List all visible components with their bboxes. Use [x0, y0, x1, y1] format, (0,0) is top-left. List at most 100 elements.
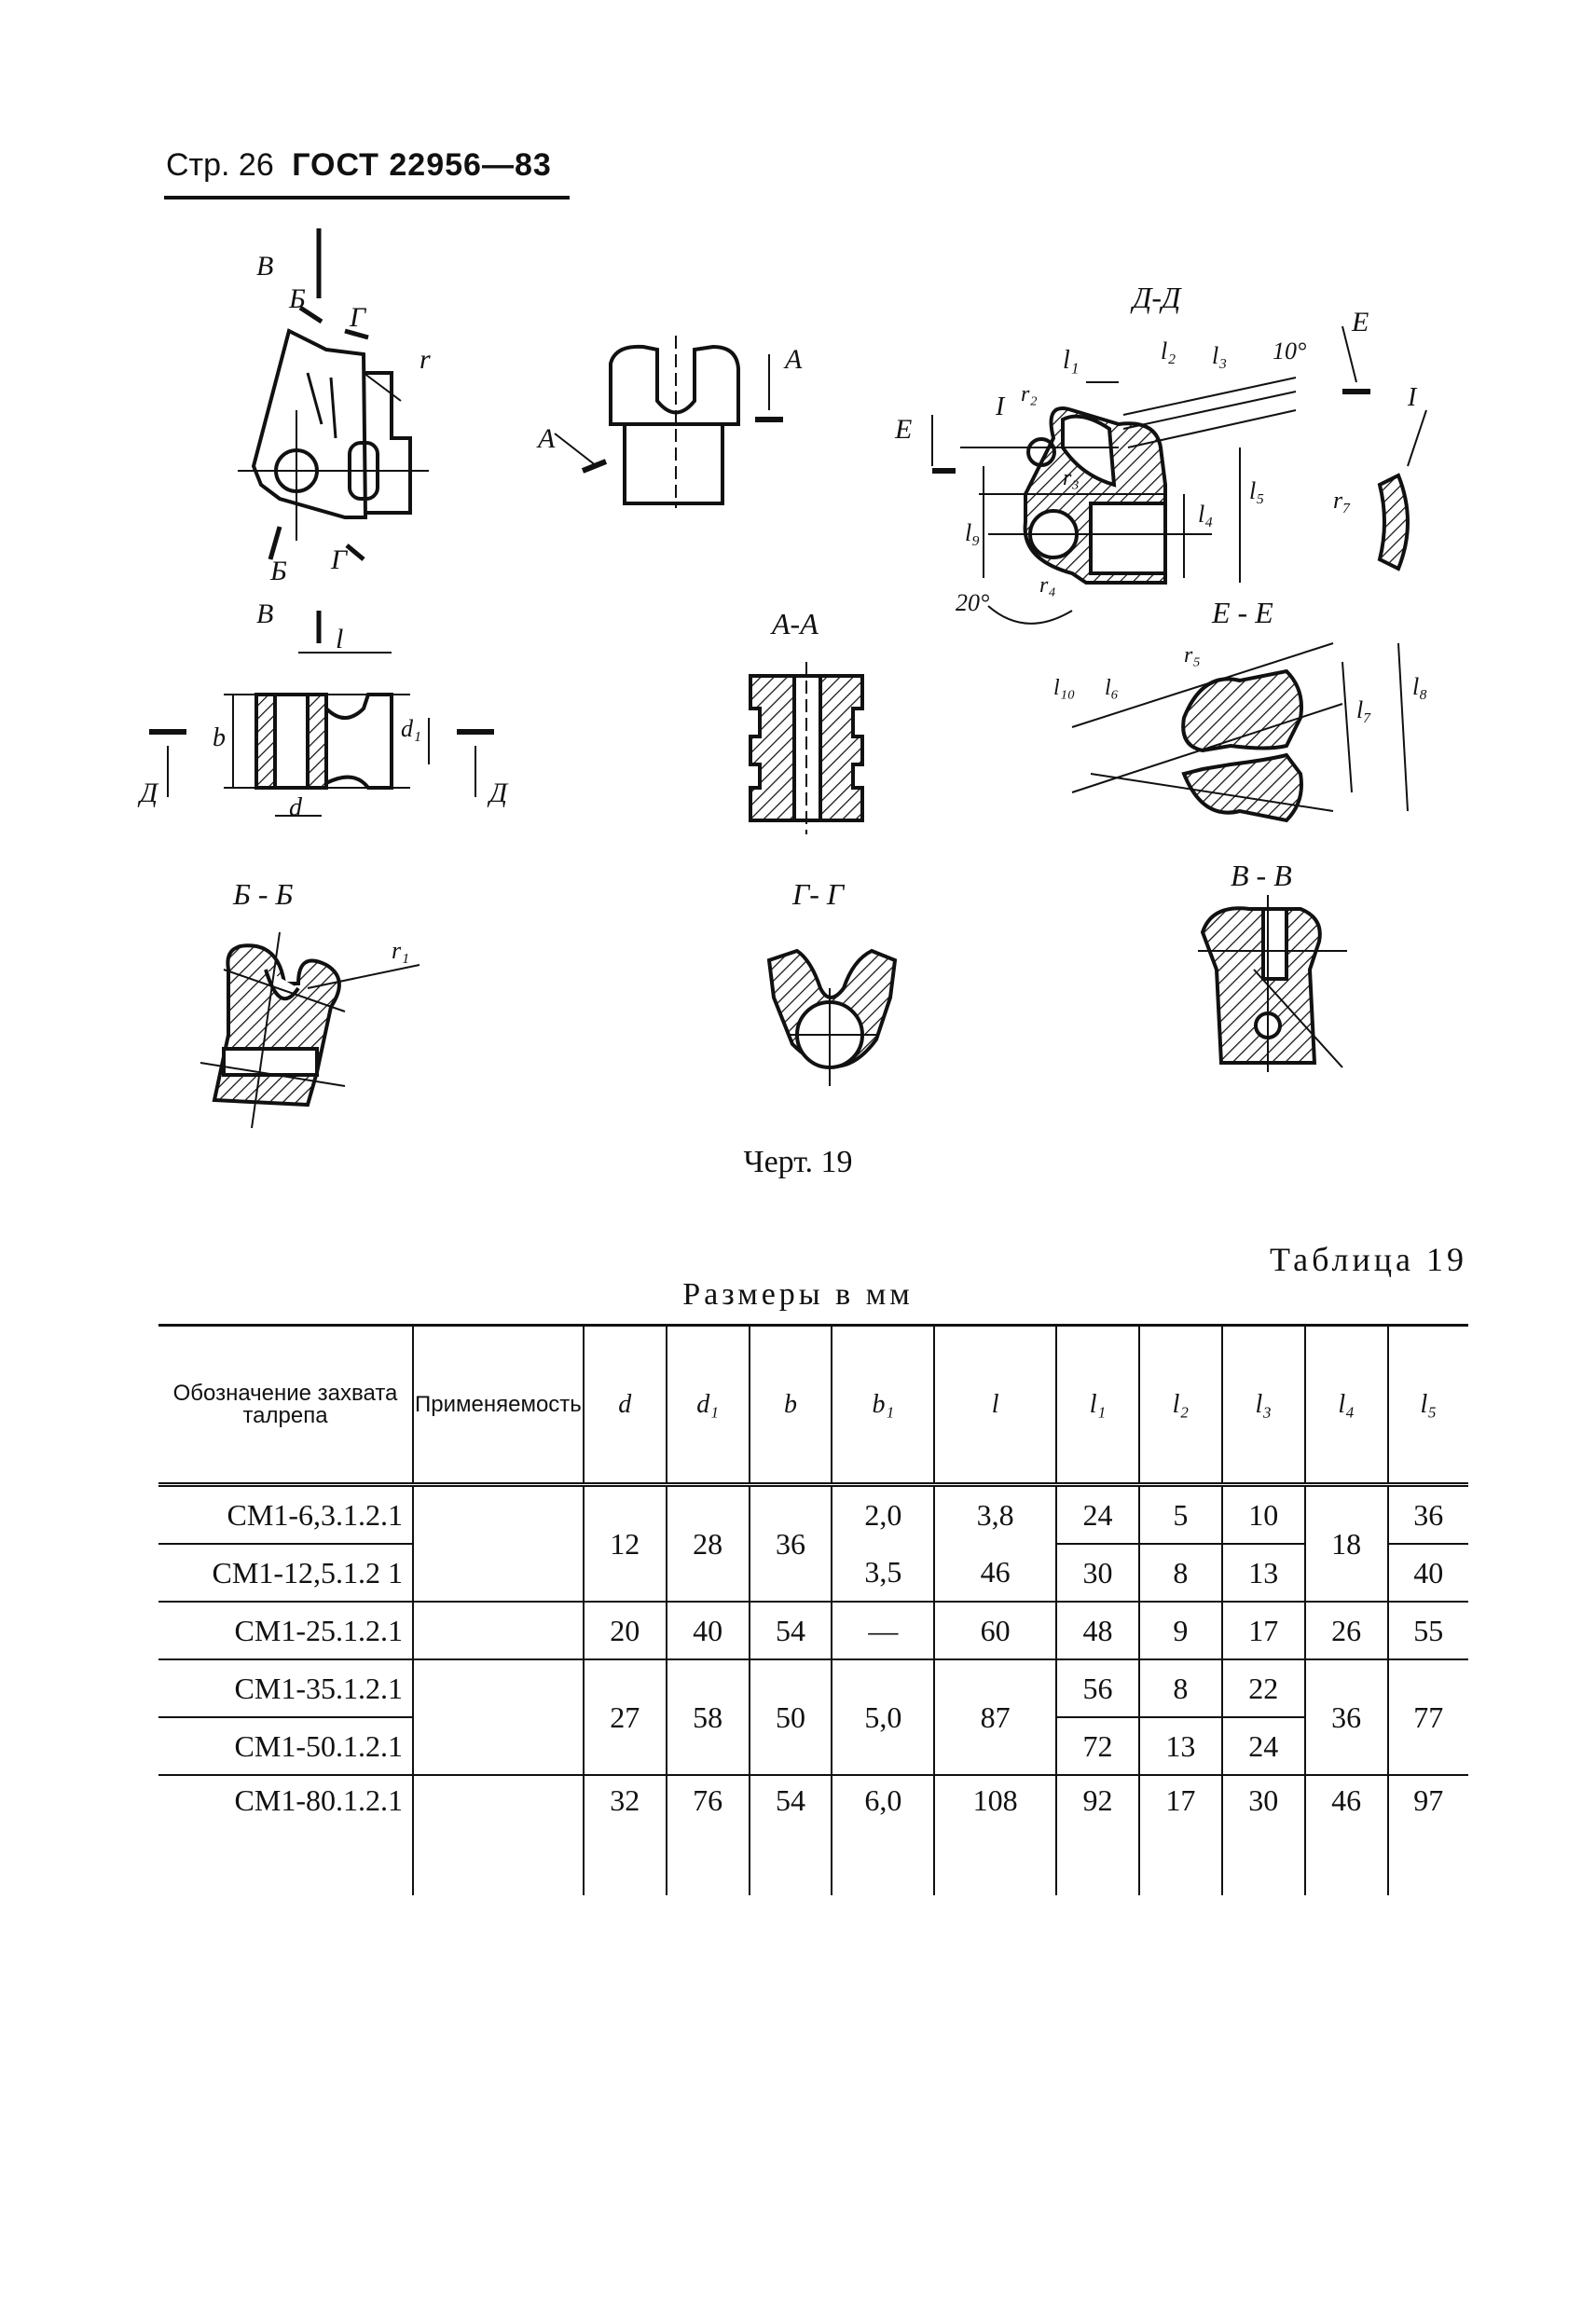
dimensions-table-wrapper: Обозначение захвата талрепа Применяемост… — [158, 1324, 1468, 1895]
technical-drawing: В Б Г r Б Г В А А — [137, 228, 1427, 1129]
cell-l1: 30 — [1055, 1543, 1139, 1602]
table-title: Таблица 19 — [1270, 1241, 1467, 1278]
svg-text:10°: 10° — [1273, 337, 1306, 365]
cell-application — [412, 1658, 584, 1775]
cell-d: 12 — [582, 1484, 667, 1602]
header-l: l — [933, 1324, 1057, 1487]
svg-text:Б - Б: Б - Б — [232, 877, 294, 911]
svg-text:Д-Д: Д-Д — [1130, 281, 1182, 314]
cell-b: 54 — [748, 1601, 832, 1659]
top-view — [554, 336, 783, 508]
cell-designation: СМ1-6,3.1.2.1 — [227, 1497, 403, 1532]
cell-l2: 8 — [1137, 1658, 1222, 1717]
cell-b1: 5,0 — [831, 1658, 935, 1775]
svg-text:r₄: r₄ — [1039, 573, 1056, 598]
svg-text:А-А: А-А — [770, 607, 819, 640]
svg-text:l₅: l₅ — [1249, 477, 1264, 504]
section-g-g — [766, 948, 898, 1086]
cell-l2: 13 — [1137, 1716, 1222, 1775]
svg-text:l₁: l₁ — [1063, 346, 1080, 375]
cell-designation: СМ1-35.1.2.1 — [158, 1658, 413, 1717]
cell-l1: 56 — [1055, 1658, 1139, 1717]
svg-text:I: I — [995, 392, 1006, 421]
cell-designation: СМ1-25.1.2.1 — [158, 1601, 413, 1659]
section-b-b — [200, 931, 420, 1129]
cell-b1: — — [831, 1601, 935, 1659]
svg-text:Д: Д — [137, 778, 159, 808]
cell-b1: 3,5 — [831, 1544, 935, 1602]
svg-text:Г: Г — [349, 302, 367, 333]
svg-text:r₇: r₇ — [1333, 487, 1351, 514]
header-l1: l₁ — [1055, 1324, 1139, 1487]
header-application: Применяемость — [412, 1324, 584, 1487]
table-row: СМ1-35.1.2.1 27 58 50 5,0 87 56 8 22 36 … — [158, 1658, 1468, 1775]
cell-l5: 36 — [1386, 1484, 1468, 1544]
page-header: Стр. 26 ГОСТ 22956—83 — [166, 147, 552, 184]
cell-d1: 76 — [665, 1774, 750, 1895]
header-b: b — [748, 1324, 832, 1487]
cell-d1: 40 — [665, 1601, 750, 1659]
plan-view — [149, 652, 494, 817]
svg-text:l₁₀: l₁₀ — [1053, 676, 1075, 700]
header-b1: b₁ — [831, 1324, 935, 1487]
svg-text:l₆: l₆ — [1105, 676, 1119, 700]
svg-text:r₅: r₅ — [1184, 643, 1201, 667]
table-row: СМ1-12,5.1.2 1 3,5 46 30 8 13 40 — [158, 1543, 1468, 1602]
svg-text:Е - Е: Е - Е — [1211, 596, 1273, 629]
cell-l5: 55 — [1386, 1601, 1468, 1659]
cell-l4: 18 — [1303, 1484, 1388, 1602]
table-units: Размеры в мм — [682, 1277, 914, 1312]
cell-l4: 26 — [1303, 1601, 1388, 1659]
cell-application — [412, 1601, 584, 1659]
cell-l2: 5 — [1137, 1484, 1222, 1544]
svg-text:l₂: l₂ — [1161, 337, 1176, 365]
cell-d1: 28 — [665, 1484, 750, 1602]
cell-l3: 22 — [1220, 1658, 1305, 1717]
svg-text:r₂: r₂ — [1021, 382, 1038, 406]
cell-l: 3,8 — [933, 1484, 1057, 1544]
main-view — [238, 228, 429, 643]
page-number: Стр. 26 — [166, 147, 274, 183]
cell-l: 46 — [933, 1544, 1057, 1602]
cell-designation: СМ1-12,5.1.2 1 — [158, 1543, 413, 1602]
cell-l1: 48 — [1055, 1601, 1139, 1659]
cell-l3: 13 — [1220, 1543, 1305, 1602]
cell-l3: 24 — [1220, 1716, 1305, 1775]
cell-d: 20 — [582, 1601, 667, 1659]
cell-application — [412, 1774, 584, 1895]
cell-designation: СМ1-80.1.2.1 — [158, 1774, 413, 1895]
header-l5: l₅ — [1386, 1324, 1468, 1487]
header-l3: l₃ — [1220, 1324, 1305, 1487]
header-d: d — [582, 1324, 667, 1487]
header-d1: d₁ — [665, 1324, 750, 1487]
svg-text:l₉: l₉ — [965, 519, 980, 546]
svg-text:В: В — [256, 599, 273, 629]
cell-application — [412, 1484, 584, 1602]
svg-text:А: А — [536, 423, 556, 454]
cell-l5: 40 — [1386, 1543, 1468, 1602]
header-l2: l₂ — [1137, 1324, 1222, 1487]
svg-text:l₃: l₃ — [1212, 342, 1227, 369]
cell-b: 50 — [748, 1658, 832, 1775]
svg-text:I: I — [1407, 383, 1418, 412]
cell-l1: 24 — [1055, 1484, 1139, 1544]
cell-d: 27 — [582, 1658, 667, 1775]
table-row: СМ1-25.1.2.1 20 40 54 — 60 48 9 17 26 55 — [158, 1601, 1468, 1659]
header-rule — [164, 196, 570, 200]
table-row: СМ1-80.1.2.1 32 76 54 6,0 108 92 17 30 4… — [158, 1774, 1468, 1895]
cell-b1: 6,0 — [831, 1774, 935, 1895]
cell-l: 60 — [933, 1601, 1057, 1659]
cell-d: 32 — [582, 1774, 667, 1895]
svg-text:Д: Д — [487, 778, 509, 808]
svg-text:Е: Е — [894, 414, 912, 445]
svg-text:r₁: r₁ — [392, 937, 409, 964]
svg-text:В: В — [256, 251, 273, 282]
svg-text:Е: Е — [1351, 307, 1369, 337]
section-a-a — [749, 662, 864, 834]
cell-l3: 30 — [1220, 1774, 1305, 1895]
svg-text:Б: Б — [288, 283, 306, 314]
cell-l: 87 — [933, 1658, 1057, 1775]
cell-b: 36 — [748, 1484, 832, 1602]
cell-l3: 10 — [1220, 1484, 1305, 1544]
cell-l1: 72 — [1055, 1716, 1139, 1775]
